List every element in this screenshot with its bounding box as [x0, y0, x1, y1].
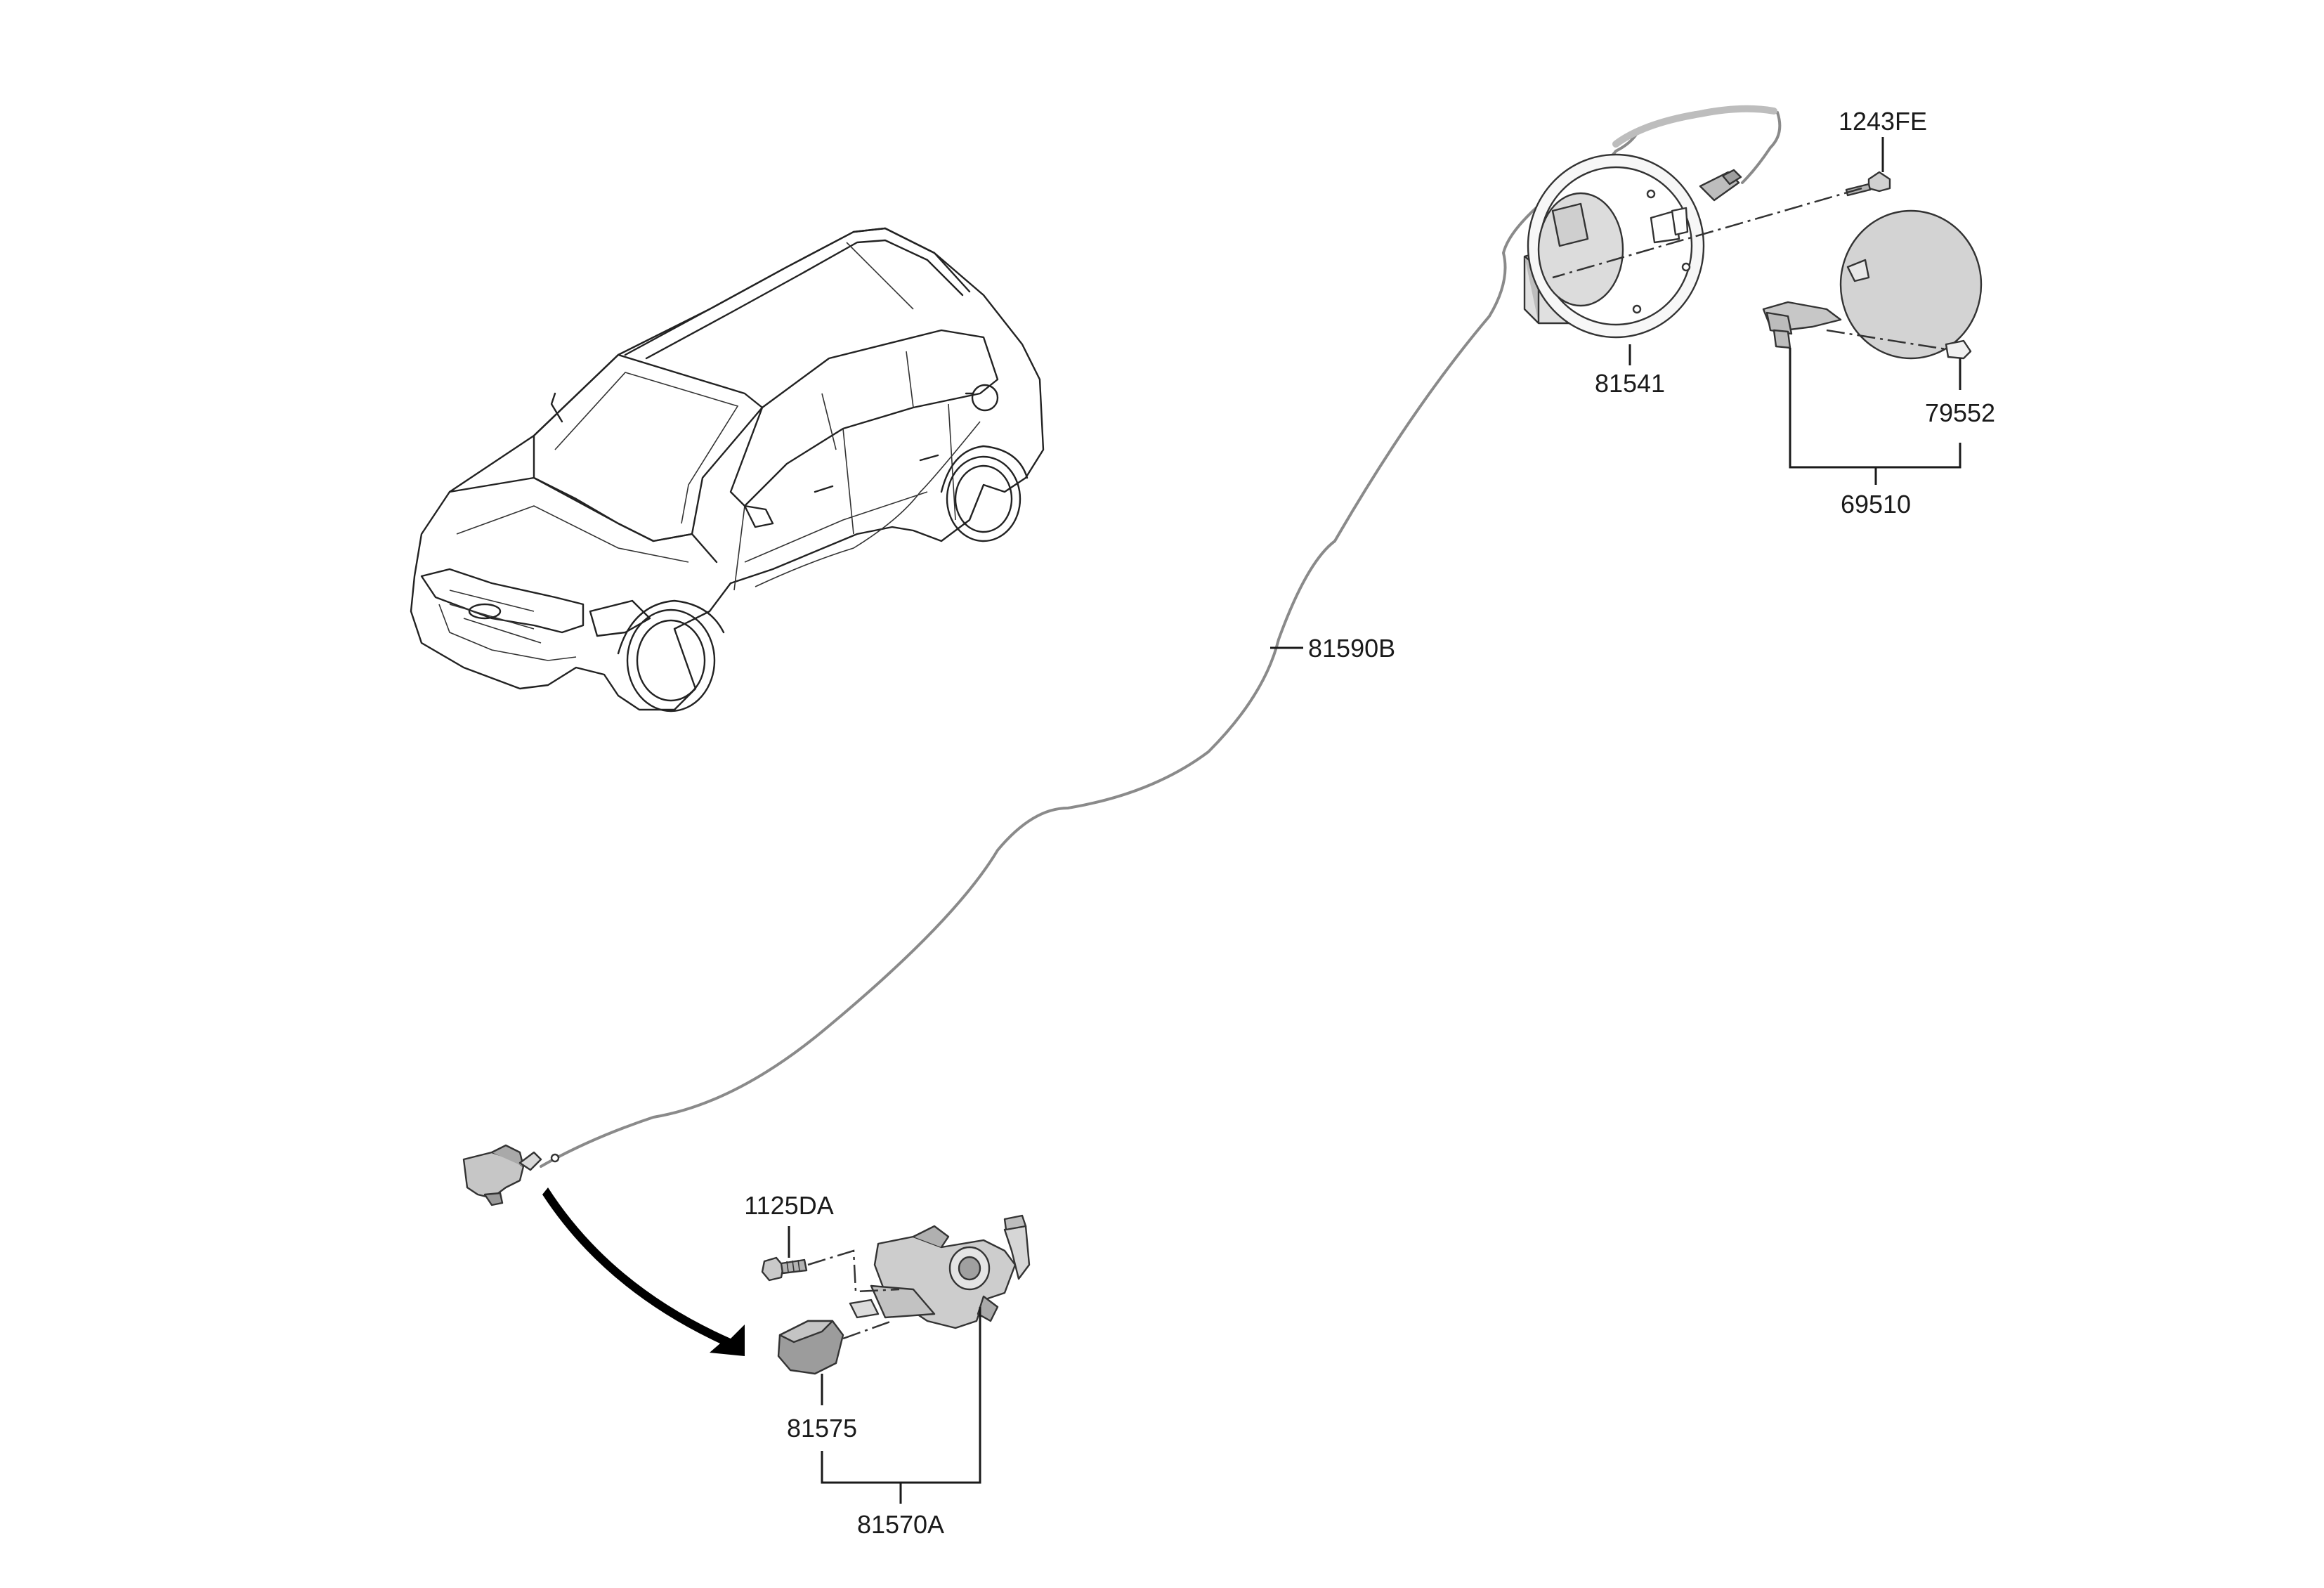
- centerline-screw-housing: [1552, 187, 1862, 279]
- fuel-door-assembly: [1762, 209, 1983, 360]
- lever-handle-81575: [777, 1320, 844, 1375]
- centerline-bolt: [807, 1249, 900, 1293]
- label-79552: 79552: [1925, 398, 1995, 427]
- screw-1243fe: [1845, 171, 1891, 197]
- label-81570a: 81570A: [857, 1510, 944, 1539]
- bumper-79552: [1945, 339, 1972, 360]
- indicator-arrow: [542, 1187, 745, 1356]
- label-81575: 81575: [787, 1414, 857, 1443]
- label-81590b: 81590B: [1308, 634, 1395, 663]
- label-69510: 69510: [1841, 490, 1911, 519]
- release-lever-assembly: [849, 1214, 1031, 1329]
- label-1243fe: 1243FE: [1839, 107, 1927, 136]
- cable-outer-sleeve: [1612, 105, 1777, 148]
- centerline-handle: [842, 1320, 893, 1340]
- cable-end-bracket: [462, 1144, 560, 1206]
- bolt-1125da: [761, 1256, 808, 1282]
- label-81541: 81541: [1595, 369, 1665, 398]
- centerline-door-bumper: [1826, 329, 1947, 351]
- leader-81570A: [821, 1307, 981, 1504]
- leader-69510: [1789, 348, 1961, 485]
- vehicle-illustration: [410, 227, 1045, 712]
- label-1125da: 1125DA: [744, 1191, 833, 1220]
- fuel-filler-housing: [1523, 153, 1742, 339]
